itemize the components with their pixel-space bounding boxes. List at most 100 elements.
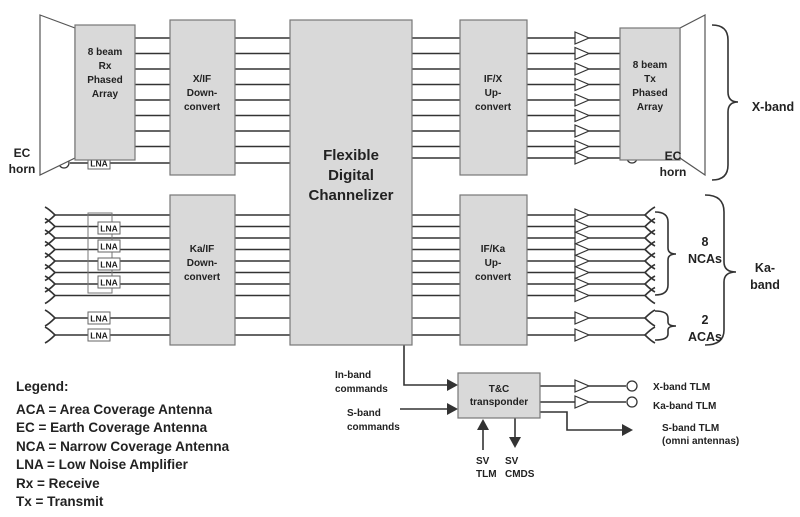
tx-array-label-line: Tx bbox=[644, 74, 656, 85]
tc-transponder-label: T&C transponder bbox=[470, 384, 528, 408]
s-band-tlm-label-line: (omni antennas) bbox=[662, 436, 739, 447]
channelizer-label-line: Channelizer bbox=[308, 187, 393, 204]
legend: Legend: ACA = Area Coverage Antenna EC =… bbox=[16, 378, 229, 512]
lna-label: LNA bbox=[100, 260, 117, 270]
lna-box bbox=[87, 311, 111, 325]
channelizer-label-line: Digital bbox=[328, 167, 374, 184]
lna-box bbox=[97, 221, 121, 235]
in-band-commands-label-line: commands bbox=[335, 384, 388, 395]
feed-horn-icon bbox=[44, 217, 56, 236]
acas-label-line: 2 bbox=[702, 313, 709, 327]
arrowhead-icon bbox=[477, 419, 489, 430]
x-tlm-antenna-icon bbox=[626, 380, 638, 392]
lna-box bbox=[97, 275, 121, 289]
amplifier-icon bbox=[574, 311, 591, 325]
lna-label: LNA bbox=[90, 331, 107, 341]
feed-horn-icon bbox=[644, 309, 656, 327]
feed-horn-icon bbox=[44, 206, 56, 224]
ka-upconvert-label-line: convert bbox=[475, 272, 512, 283]
lna-label: LNA bbox=[90, 314, 107, 324]
x-band-tlm-label: X-band TLM bbox=[653, 382, 710, 393]
x-band-label-line: X-band bbox=[752, 100, 794, 114]
amplifier-icon bbox=[574, 277, 591, 291]
amplifier-icon bbox=[574, 77, 591, 92]
ka-band-tlm-label-line: Ka-band TLM bbox=[653, 401, 716, 412]
ka-band-tlm-label: Ka-band TLM bbox=[653, 401, 716, 412]
ka-band-label-line: Ka- bbox=[755, 261, 775, 275]
tc-transponder-label-line: transponder bbox=[470, 397, 528, 408]
feed-horn-icon bbox=[644, 229, 656, 247]
lna-group-frame bbox=[87, 212, 113, 294]
amplifier-icon bbox=[574, 46, 591, 61]
amplifier-icon bbox=[574, 208, 591, 222]
legend-item: LNA = Low Noise Amplifier bbox=[16, 457, 188, 472]
sv-tlm-label-line: TLM bbox=[476, 469, 497, 480]
ec-horn-left-label-line: horn bbox=[9, 162, 36, 176]
ka-tlm-antenna-icon bbox=[626, 396, 638, 408]
feed-horn-icon bbox=[644, 252, 656, 270]
x-downconvert-label-line: X/IF bbox=[193, 74, 211, 85]
x-upconvert-label-line: Up- bbox=[485, 88, 502, 99]
legend-item: EC = Earth Coverage Antenna bbox=[16, 420, 208, 435]
x-band-tlm-label-line: X-band TLM bbox=[653, 382, 710, 393]
rx-array-label-line: Rx bbox=[99, 61, 112, 72]
legend-item: NCA = Narrow Coverage Antenna bbox=[16, 438, 230, 454]
amplifier-icon bbox=[574, 219, 591, 234]
ka-downconvert-block bbox=[169, 194, 236, 346]
rx-horn-icon bbox=[39, 14, 76, 176]
ka-upconvert-label-line: Up- bbox=[485, 258, 502, 269]
lna-label: LNA bbox=[100, 242, 117, 252]
legend-item: Tx = Transmit bbox=[16, 494, 104, 509]
channelizer-label-line: Flexible bbox=[323, 147, 379, 164]
arrowhead-icon bbox=[509, 437, 521, 448]
amplifier-icon bbox=[574, 395, 591, 409]
amplifier-icon bbox=[574, 124, 591, 138]
feed-horn-icon bbox=[644, 240, 656, 259]
x-upconvert-label-line: convert bbox=[475, 102, 512, 113]
amplifier-icon bbox=[574, 31, 591, 45]
arrowhead-icon bbox=[447, 403, 458, 415]
s-band-commands-label-line: commands bbox=[347, 422, 400, 433]
lna-label: LNA bbox=[90, 159, 107, 169]
amplifier-icon bbox=[574, 265, 591, 280]
tx-horn-icon bbox=[679, 14, 706, 177]
feed-horn-icon bbox=[644, 263, 656, 282]
lna-box bbox=[97, 239, 121, 253]
ka-band-label-line: band bbox=[750, 278, 780, 292]
x-upconvert-block bbox=[459, 19, 528, 176]
arrowhead-icon bbox=[447, 379, 458, 391]
tx-array-label-line: Phased bbox=[632, 88, 668, 99]
feed-horn-icon bbox=[44, 229, 56, 247]
x-band-brace bbox=[711, 24, 739, 181]
ka-downconvert-label-line: convert bbox=[184, 272, 221, 283]
feed-horn-icon bbox=[44, 252, 56, 270]
feed-horn-icon bbox=[44, 275, 56, 293]
amplifier-icon bbox=[574, 139, 591, 154]
amplifier-icon bbox=[574, 108, 591, 123]
sv-cmds-label-line: SV bbox=[505, 456, 519, 467]
x-downconvert-label-line: Down- bbox=[187, 88, 218, 99]
amplifier-icon bbox=[574, 93, 591, 107]
tc-transponder-label-line: T&C bbox=[489, 384, 510, 395]
sv-cmds-label-line: CMDS bbox=[505, 469, 535, 480]
lna-label: LNA bbox=[100, 278, 117, 288]
ka-upconvert-block bbox=[459, 194, 528, 346]
digital-channelizer-block bbox=[289, 19, 413, 346]
feed-horn-icon bbox=[44, 326, 56, 344]
ec-horn-right-label-line: horn bbox=[660, 165, 687, 179]
feed-horn-icon bbox=[44, 240, 56, 259]
lna-box bbox=[87, 328, 111, 342]
feed-horn-icon bbox=[644, 326, 656, 344]
nca-brace bbox=[654, 211, 677, 296]
s-band-tlm-line bbox=[540, 411, 622, 431]
